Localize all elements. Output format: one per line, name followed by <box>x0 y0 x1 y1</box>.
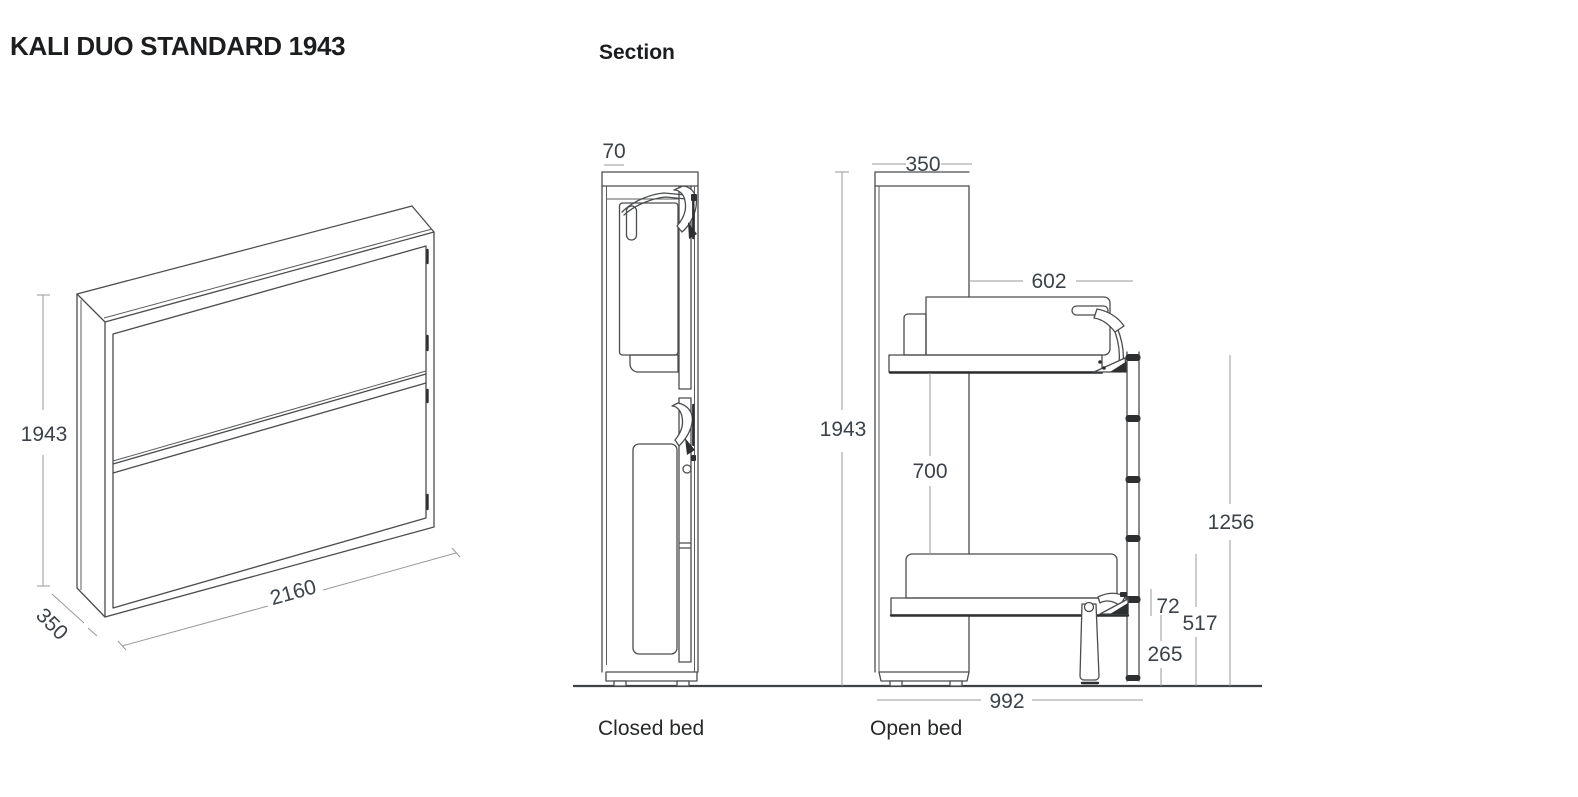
dim-open-1256-value: 1256 <box>1208 511 1255 534</box>
closed-upper-bed <box>618 185 698 390</box>
dim-iso-depth-value: 350 <box>31 604 72 645</box>
dim-open-350: 350 <box>872 153 972 176</box>
dim-open-602: 602 <box>969 270 1133 293</box>
dim-closed-70-value: 70 <box>602 140 625 163</box>
dim-total-height: 1943 <box>820 171 867 686</box>
dim-iso-depth: 350 <box>31 593 98 645</box>
dim-iso-height: 1943 <box>21 294 68 587</box>
ladder <box>1125 351 1141 682</box>
dim-open-602-value: 602 <box>1031 270 1066 293</box>
dim-open-700-value: 700 <box>912 460 947 483</box>
page-title: KALI DUO STANDARD 1943 <box>10 31 346 61</box>
upper-headboard <box>903 313 927 356</box>
closed-lower-bed <box>632 397 696 663</box>
strap-handle <box>625 205 638 241</box>
dim-open-700: 700 <box>912 373 948 554</box>
dim-total-height-value: 1943 <box>820 418 867 441</box>
hinge-mechanism-open-lower <box>1097 592 1129 615</box>
dim-iso-width-value: 2160 <box>268 575 319 610</box>
folding-leg <box>1079 601 1100 685</box>
dim-open-350-value: 350 <box>905 153 940 176</box>
upper-mattress <box>925 296 1111 356</box>
lower-mattress <box>905 553 1118 599</box>
dim-closed-70: 70 <box>602 140 626 166</box>
dim-open-517: 517 <box>1182 554 1218 686</box>
dim-open-265: 265 <box>1147 615 1183 686</box>
open-lower-bed <box>889 553 1130 685</box>
isometric-view: 1943 2160 350 <box>21 205 461 651</box>
dim-open-1256: 1256 <box>1208 355 1255 686</box>
open-bed-section-view: 350 602 700 1256 72 517 <box>872 153 1254 713</box>
closed-bed-section-view: 70 <box>601 140 699 687</box>
hinge-mechanism-lower <box>671 402 696 474</box>
hinge-mechanism-open-upper <box>1093 308 1128 373</box>
caption-closed-bed: Closed bed <box>598 717 705 740</box>
upper-platform <box>888 354 1103 373</box>
dim-open-72: 72 <box>1150 589 1180 618</box>
section-heading: Section <box>599 41 675 64</box>
dim-open-517-value: 517 <box>1182 612 1217 635</box>
dim-open-992: 992 <box>877 690 1143 713</box>
dim-open-992-value: 992 <box>989 690 1024 713</box>
caption-open-bed: Open bed <box>870 717 963 740</box>
dim-open-265-value: 265 <box>1147 643 1182 666</box>
dim-open-72-value: 72 <box>1156 595 1179 618</box>
open-upper-bed <box>888 296 1128 374</box>
dim-iso-height-value: 1943 <box>21 423 68 446</box>
